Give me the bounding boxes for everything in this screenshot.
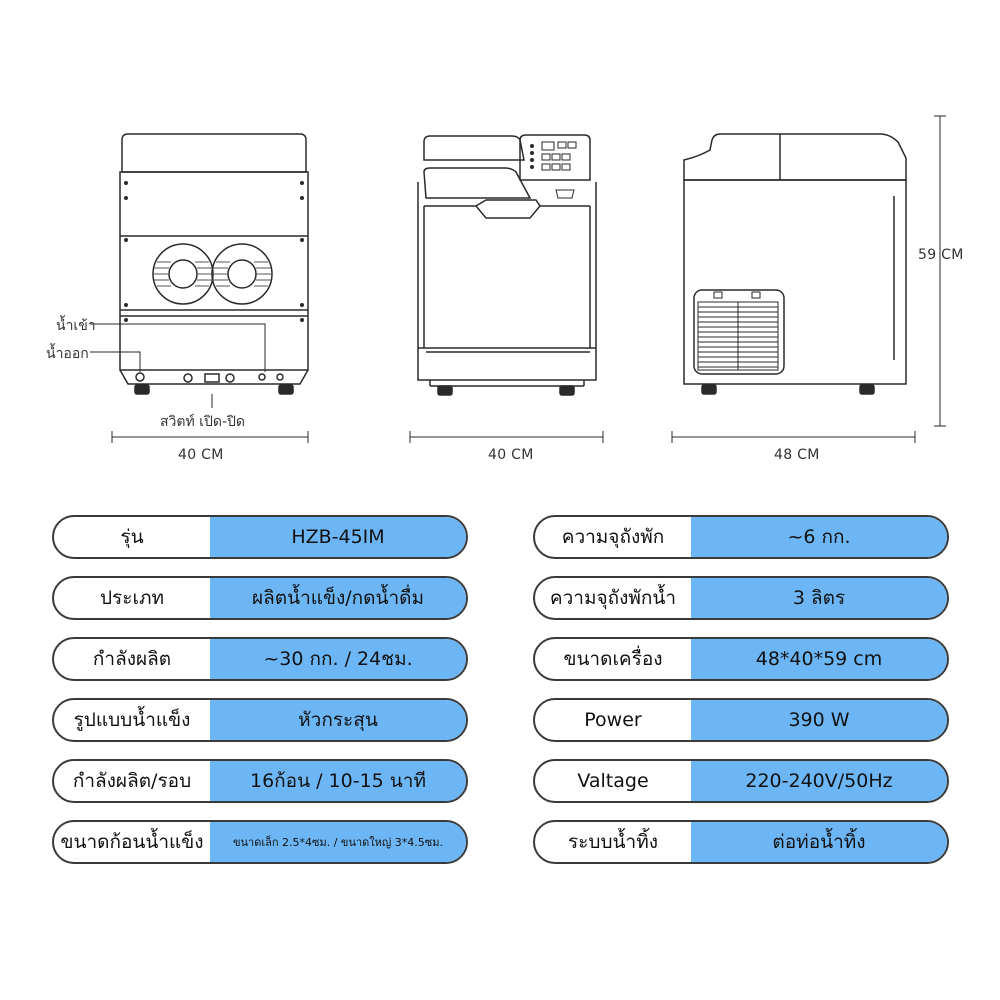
spec-row-ice-size: ขนาดก้อนน้ำแข็ง ขนาดเล็ก 2.5*4ซม. / ขนาด… bbox=[52, 820, 468, 864]
spec-label: รุ่น bbox=[120, 526, 144, 548]
spec-row-cycle-output: กำลังผลิต/รอบ 16ก้อน / 10-15 นาที bbox=[52, 759, 468, 803]
dimension-lines bbox=[111, 115, 946, 443]
spec-label: ขนาดก้อนน้ำแข็ง bbox=[60, 831, 204, 853]
spec-value: 3 ลิตร bbox=[691, 578, 947, 618]
machine-drawings bbox=[90, 115, 946, 443]
spec-label: กำลังผลิต/รอบ bbox=[72, 770, 192, 792]
spec-row-machine-size: ขนาดเครื่อง 48*40*59 cm bbox=[533, 637, 949, 681]
spec-value: ผลิตน้ำแข็ง/กดน้ำดื่ม bbox=[210, 578, 466, 618]
spec-label: ขนาดเครื่อง bbox=[563, 648, 663, 670]
spec-value: 16ก้อน / 10-15 นาที bbox=[210, 761, 466, 801]
spec-value: ~30 กก. / 24ชม. bbox=[210, 639, 466, 679]
spec-row-drain: ระบบน้ำทิ้ง ต่อท่อน้ำทิ้ง bbox=[533, 820, 949, 864]
spec-label: กำลังผลิต bbox=[92, 648, 172, 670]
spec-label: ระบบน้ำทิ้ง bbox=[568, 831, 658, 853]
spec-label: ความจุถังพัก bbox=[561, 526, 665, 548]
spec-value: 220-240V/50Hz bbox=[691, 761, 947, 801]
spec-label: ความจุถังพักน้ำ bbox=[549, 587, 677, 609]
water-out-label: น้ำออก bbox=[46, 346, 89, 362]
spec-label: Power bbox=[584, 709, 642, 731]
spec-row-voltage: Valtage 220-240V/50Hz bbox=[533, 759, 949, 803]
fan-icon bbox=[211, 243, 273, 305]
spec-value: HZB-45IM bbox=[210, 517, 466, 557]
spec-row-type: ประเภท ผลิตน้ำแข็ง/กดน้ำดื่ม bbox=[52, 576, 468, 620]
product-dimension-diagram: น้ำเข้า น้ำออก สวิตท์ เปิด-ปิด 40 CM 40 … bbox=[0, 0, 1000, 480]
spec-row-model: รุ่น HZB-45IM bbox=[52, 515, 468, 559]
spec-value: 48*40*59 cm bbox=[691, 639, 947, 679]
vent-grille-icon bbox=[697, 301, 779, 371]
height-label: 59 CM bbox=[918, 247, 964, 263]
control-panel-icon bbox=[530, 141, 577, 171]
spec-label: Valtage bbox=[577, 770, 649, 792]
fan-icon bbox=[152, 243, 214, 305]
spec-row-water-tank: ความจุถังพักน้ำ 3 ลิตร bbox=[533, 576, 949, 620]
spec-row-power: Power 390 W bbox=[533, 698, 949, 742]
spec-label: รูปแบบน้ำแข็ง bbox=[73, 709, 191, 731]
power-switch-label: สวิตท์ เปิด-ปิด bbox=[160, 414, 245, 430]
side-view-drawing bbox=[683, 133, 907, 395]
spec-row-storage-capacity: ความจุถังพัก ~6 กก. bbox=[533, 515, 949, 559]
back-width-label: 40 CM bbox=[178, 447, 224, 463]
back-view-drawing bbox=[90, 133, 309, 408]
spec-value: 390 W bbox=[691, 700, 947, 740]
front-width-label: 40 CM bbox=[488, 447, 534, 463]
spec-value: ขนาดเล็ก 2.5*4ซม. / ขนาดใหญ่ 3*4.5ซม. bbox=[210, 822, 466, 862]
side-depth-label: 48 CM bbox=[774, 447, 820, 463]
spec-row-capacity: กำลังผลิต ~30 กก. / 24ชม. bbox=[52, 637, 468, 681]
spec-row-ice-shape: รูปแบบน้ำแข็ง หัวกระสุน bbox=[52, 698, 468, 742]
water-in-label: น้ำเข้า bbox=[56, 318, 96, 334]
spec-value: หัวกระสุน bbox=[210, 700, 466, 740]
spec-value: ~6 กก. bbox=[691, 517, 947, 557]
spec-value: ต่อท่อน้ำทิ้ง bbox=[691, 822, 947, 862]
front-view-drawing bbox=[417, 134, 597, 396]
spec-label: ประเภท bbox=[99, 587, 164, 609]
